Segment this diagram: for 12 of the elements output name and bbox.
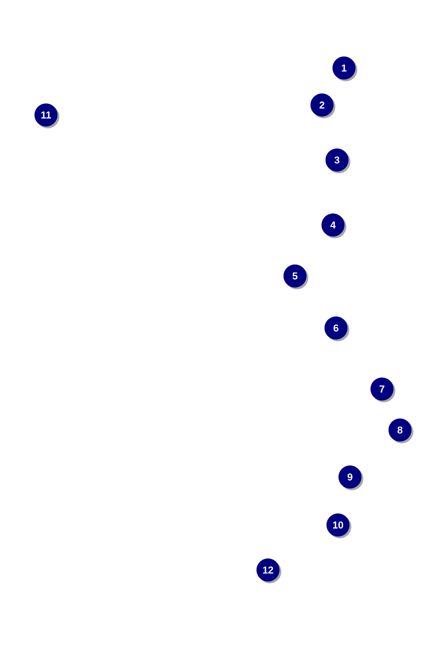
callout-number: 6 [324, 316, 350, 342]
callout-number: 2 [310, 94, 336, 118]
callout-number: 7 [370, 378, 396, 402]
callout-number: 9 [338, 466, 364, 490]
callout-number: 3 [326, 148, 350, 174]
callout-number: 5 [284, 264, 308, 290]
callout-number: 10 [326, 514, 352, 538]
callout-number: 4 [322, 214, 346, 238]
callout-number: 1 [332, 56, 358, 82]
callout-number: 8 [388, 418, 414, 444]
callout-number: 12 [256, 558, 282, 584]
callout-number: 11 [34, 104, 60, 128]
